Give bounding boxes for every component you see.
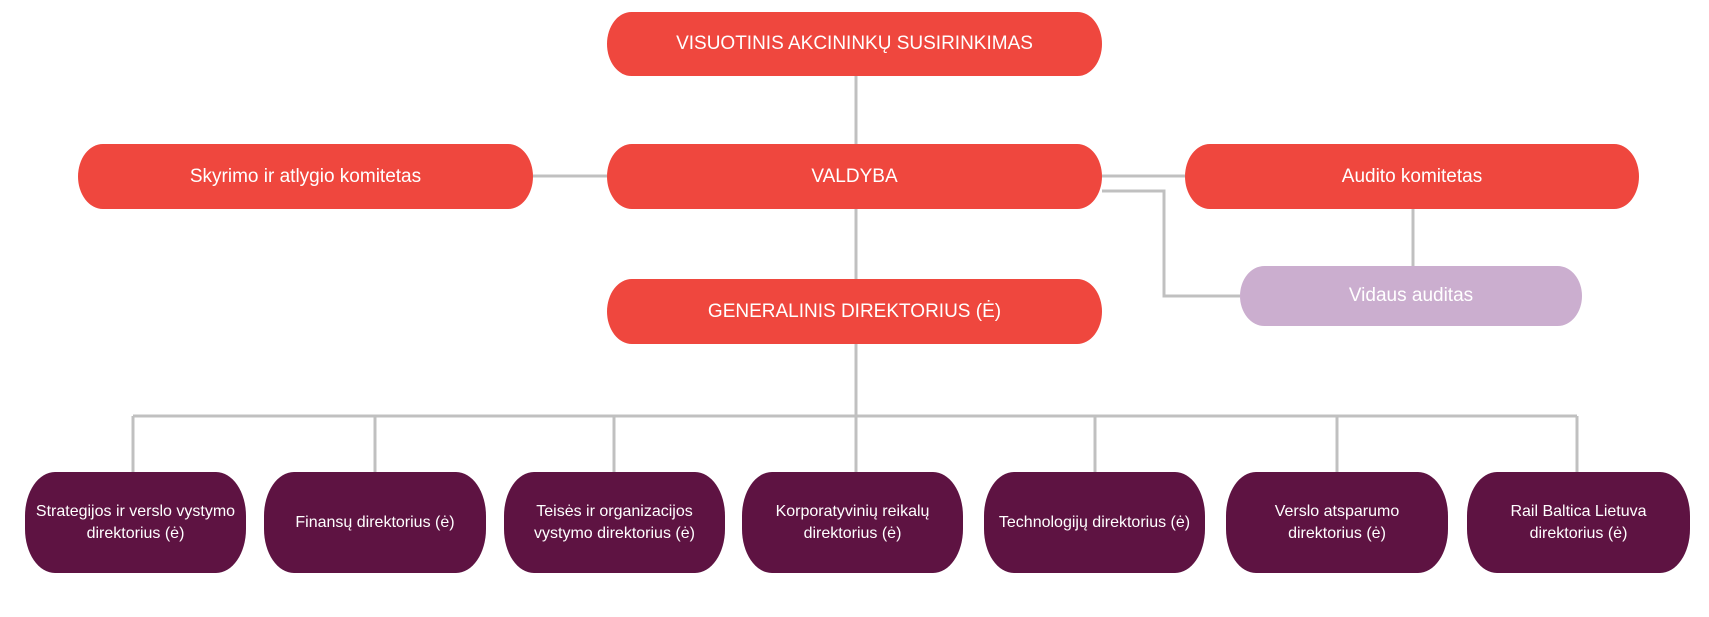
node-label: VISUOTINIS AKCININKŲ SUSIRINKIMAS <box>676 33 1033 54</box>
node-label: Vidaus auditas <box>1348 285 1474 306</box>
node-nomination-committee: Skyrimo ir atlygio komitetas <box>78 144 533 209</box>
node-ceo: GENERALINIS DIREKTORIUS (Ė) <box>607 279 1102 344</box>
node-audit-committee: Audito komitetas <box>1185 144 1639 209</box>
node-label: Rail Baltica Lietuva direktorius (ė) <box>1510 502 1647 542</box>
node-director: Rail Baltica Lietuva direktorius (ė) <box>1467 472 1690 573</box>
node-board: VALDYBA <box>607 144 1102 209</box>
node-director: Finansų direktorius (ė) <box>264 472 486 573</box>
node-label: Skyrimo ir atlygio komitetas <box>189 165 422 187</box>
node-label: Teisės ir organizacijos vystymo direktor… <box>534 502 695 542</box>
node-label: Korporatyvinių reikalų direktorius (ė) <box>775 502 930 542</box>
node-director: Verslo atsparumo direktorius (ė) <box>1226 472 1448 573</box>
node-director: Korporatyvinių reikalų direktorius (ė) <box>742 472 963 573</box>
node-label: Audito komitetas <box>1341 165 1483 187</box>
node-director: Strategijos ir verslo vystymo direktoriu… <box>25 472 246 573</box>
connector-board-internal-audit <box>1102 189 1240 298</box>
node-label: GENERALINIS DIREKTORIUS (Ė) <box>707 300 1002 322</box>
node-assembly: VISUOTINIS AKCININKŲ SUSIRINKIMAS <box>607 12 1102 76</box>
node-internal-audit: Vidaus auditas <box>1240 266 1582 326</box>
node-label: Strategijos ir verslo vystymo direktoriu… <box>35 502 236 542</box>
node-director: Teisės ir organizacijos vystymo direktor… <box>504 472 725 573</box>
node-label: Finansų direktorius (ė) <box>295 513 455 531</box>
node-label: Verslo atsparumo direktorius (ė) <box>1274 502 1400 542</box>
node-director: Technologijų direktorius (ė) <box>984 472 1205 573</box>
node-label: Technologijų direktorius (ė) <box>998 513 1191 531</box>
node-label: VALDYBA <box>811 165 898 187</box>
